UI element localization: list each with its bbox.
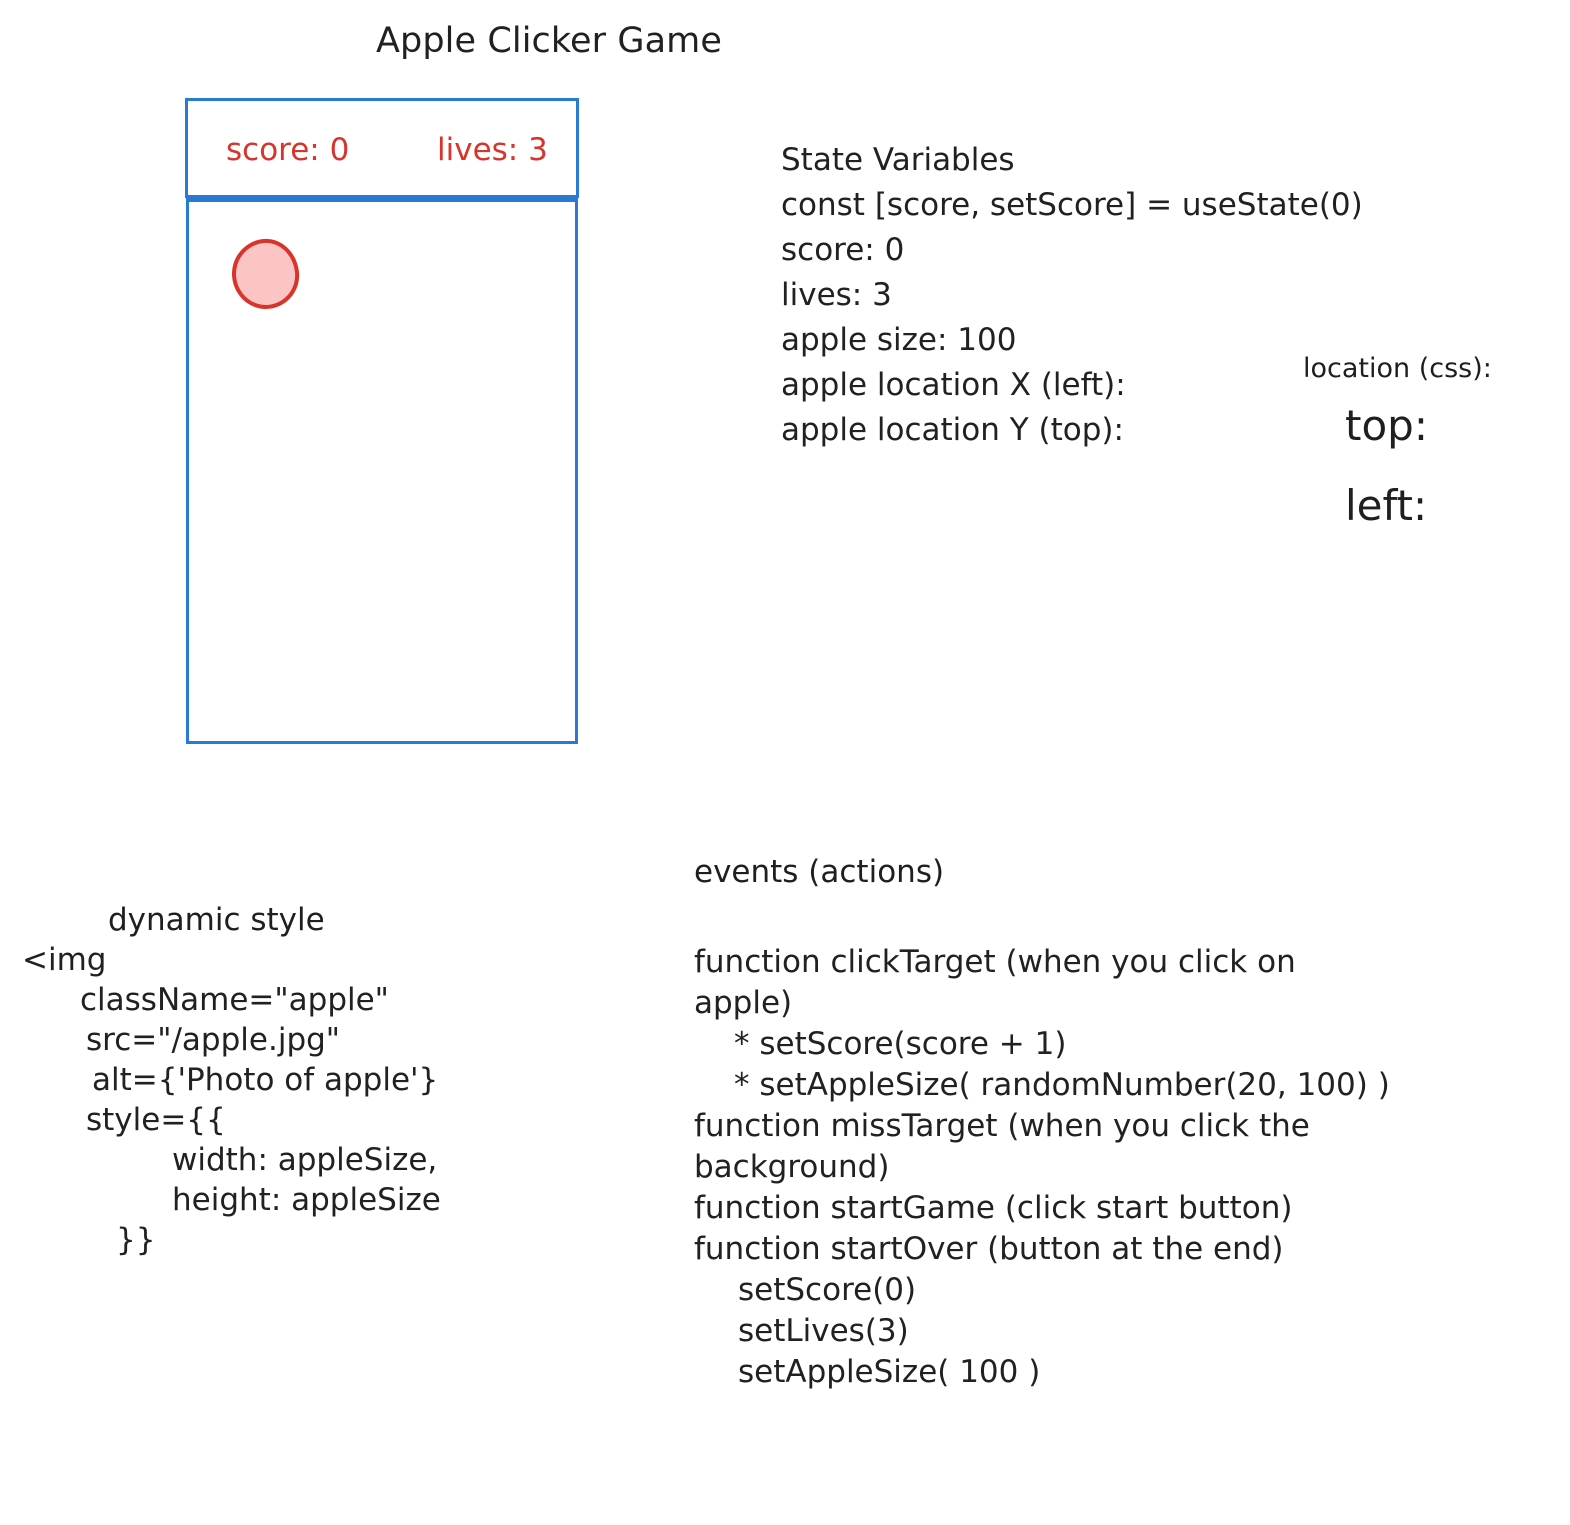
event-line: function clickTarget (when you click on — [694, 944, 1296, 980]
dynamic-style-label: dynamic style — [108, 902, 325, 938]
events-block: events (actions) function clickTarget (w… — [694, 852, 1514, 1393]
state-variable-line: apple size: 100 — [781, 322, 1017, 358]
dynamic-style-code-line: className="apple" — [80, 982, 389, 1018]
score-display: score: 0 — [226, 132, 350, 168]
event-line: setAppleSize( 100 ) — [738, 1354, 1041, 1390]
dynamic-style-code-line: width: appleSize, — [172, 1142, 438, 1178]
event-line: function missTarget (when you click the — [694, 1108, 1310, 1144]
location-css-prop-top: top: — [1345, 401, 1428, 450]
state-variable-line: apple location X (left): — [781, 367, 1126, 403]
location-css-block: location (css): top: left: — [1303, 352, 1492, 546]
state-variables-heading: State Variables — [781, 142, 1015, 178]
dynamic-style-code-line: alt={'Photo of apple'} — [92, 1062, 439, 1098]
dynamic-style-block: dynamic style <img className="apple" src… — [0, 900, 600, 1260]
apple-target-icon[interactable] — [228, 235, 303, 313]
dynamic-style-code-line: }} — [116, 1222, 156, 1258]
dynamic-style-code-line: height: appleSize — [172, 1182, 441, 1218]
page-title: Apple Clicker Game — [376, 21, 722, 61]
events-spacer — [694, 892, 1514, 942]
state-variables-block: State Variables const [score, setScore] … — [781, 138, 1363, 453]
dynamic-style-code-line: <img — [22, 942, 107, 978]
dynamic-style-code-line: src="/apple.jpg" — [86, 1022, 341, 1058]
location-css-prop-left: left: — [1345, 481, 1428, 530]
event-line: setScore(0) — [738, 1272, 917, 1308]
game-play-area[interactable] — [186, 198, 578, 744]
event-line: * setScore(score + 1) — [734, 1026, 1067, 1062]
state-variable-line: lives: 3 — [781, 277, 892, 313]
event-line: setLives(3) — [738, 1313, 909, 1349]
event-line: function startGame (click start button) — [694, 1190, 1293, 1226]
lives-display: lives: 3 — [437, 132, 548, 168]
location-css-label: location (css): — [1303, 353, 1492, 384]
event-line: background) — [694, 1149, 890, 1185]
game-status-bar: score: 0 lives: 3 — [185, 98, 579, 198]
event-line: * setAppleSize( randomNumber(20, 100) ) — [734, 1067, 1390, 1103]
state-variable-line: apple location Y (top): — [781, 412, 1124, 448]
event-line: function startOver (button at the end) — [694, 1231, 1284, 1267]
events-heading: events (actions) — [694, 854, 945, 890]
event-line: apple) — [694, 985, 793, 1021]
state-variable-line: score: 0 — [781, 232, 905, 268]
dynamic-style-code-line: style={{ — [86, 1102, 226, 1138]
state-variable-line: const [score, setScore] = useState(0) — [781, 187, 1363, 223]
game-frame-mockup: score: 0 lives: 3 — [185, 98, 579, 744]
